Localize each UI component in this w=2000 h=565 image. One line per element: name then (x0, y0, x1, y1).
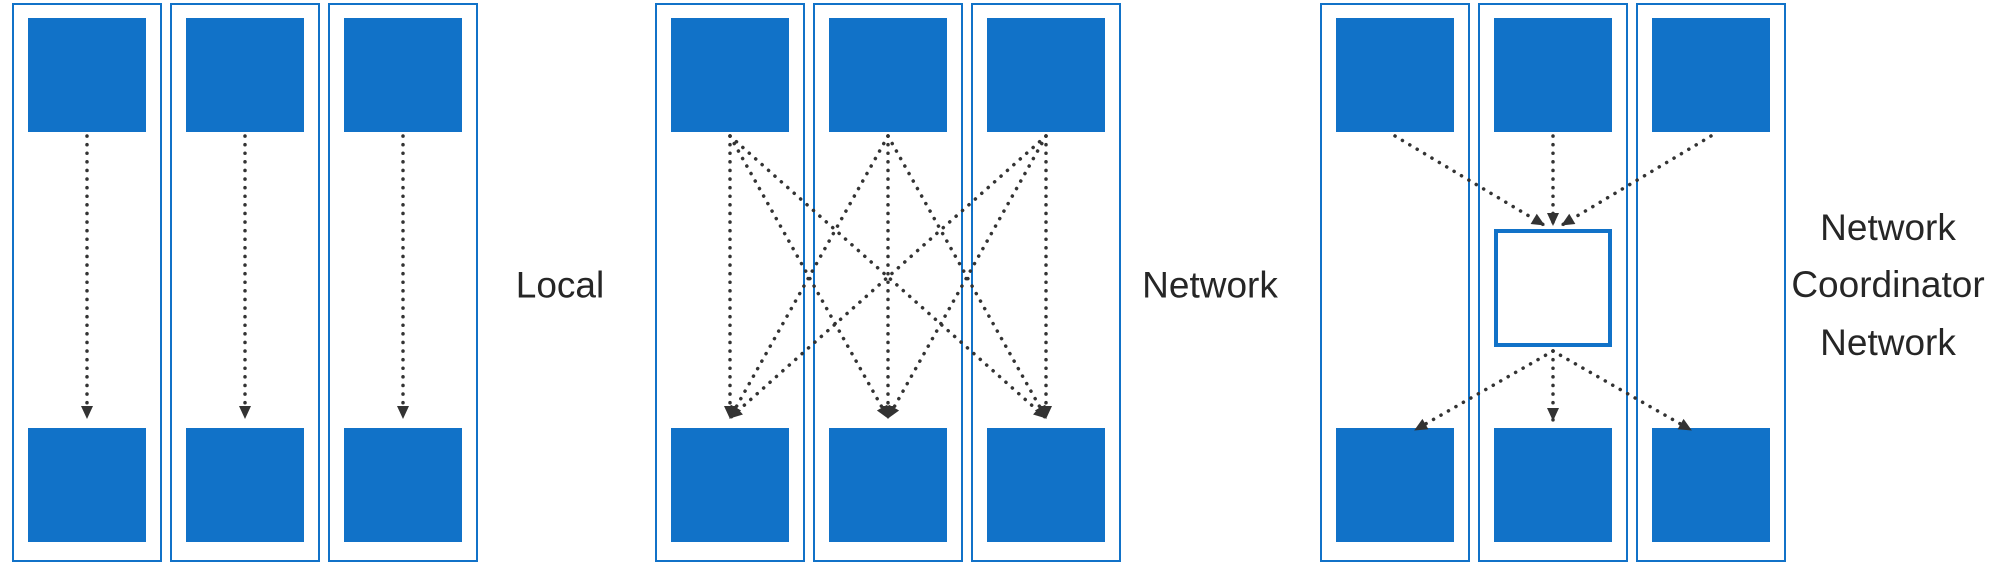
label-local: Local (515, 264, 605, 306)
device-lane (813, 3, 963, 562)
bottom-node (987, 428, 1105, 542)
bottom-node (28, 428, 146, 542)
top-node (186, 18, 304, 132)
bottom-node (1336, 428, 1454, 542)
device-lane (1320, 3, 1470, 562)
top-node (344, 18, 462, 132)
label-network-coordinator: Network Coordinator Network (1791, 199, 1984, 371)
bottom-node (186, 428, 304, 542)
device-lane (170, 3, 320, 562)
top-node (829, 18, 947, 132)
bottom-node (1652, 428, 1770, 542)
top-node (987, 18, 1105, 132)
label-line: Coordinator (1791, 264, 1985, 306)
group-local (12, 3, 478, 562)
device-lane (12, 3, 162, 562)
top-node (671, 18, 789, 132)
label-network: Network (1142, 264, 1278, 306)
top-node (1652, 18, 1770, 132)
label-line: Network (1820, 206, 1956, 248)
bottom-node (344, 428, 462, 542)
group-network (655, 3, 1121, 562)
device-lane (1478, 3, 1628, 562)
top-node (1336, 18, 1454, 132)
device-lane (655, 3, 805, 562)
device-lane (1636, 3, 1786, 562)
device-lane (971, 3, 1121, 562)
top-node (28, 18, 146, 132)
bottom-node (1494, 428, 1612, 542)
bottom-node (671, 428, 789, 542)
top-node (1494, 18, 1612, 132)
group-network-coordinator (1320, 3, 1786, 562)
label-line: Network (1820, 321, 1956, 363)
device-lane (328, 3, 478, 562)
coordinator-node (1494, 229, 1612, 347)
bottom-node (829, 428, 947, 542)
